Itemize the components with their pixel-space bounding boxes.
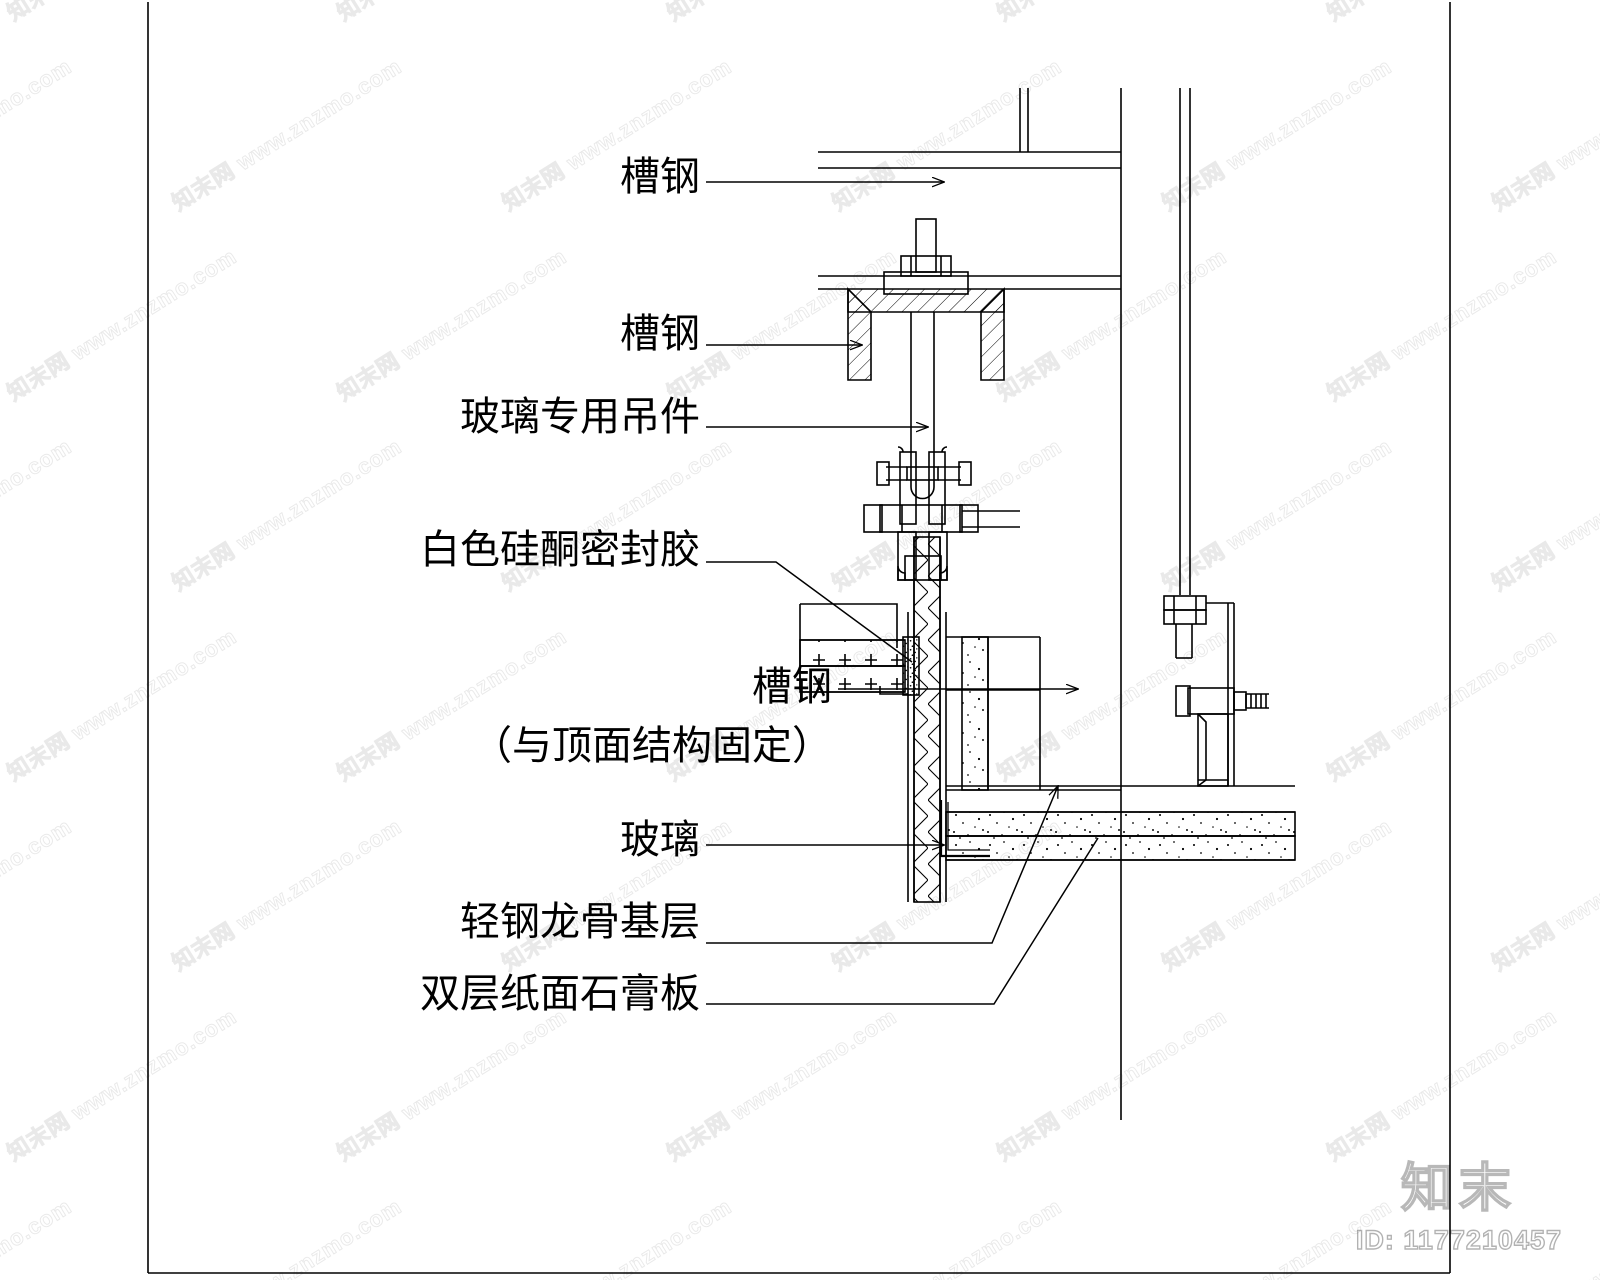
label-channel-steel-fixed-line2: （与顶面结构固定） bbox=[472, 723, 832, 768]
label-light-steel-keel: 轻钢龙骨基层 bbox=[460, 899, 700, 944]
label-white-silicone: 白色硅酮密封胶 bbox=[420, 527, 700, 572]
top-bolt-assembly bbox=[883, 218, 969, 295]
glass-clamp-hanger bbox=[863, 444, 1020, 581]
channel-steel-bracket bbox=[818, 275, 1121, 381]
leader-silicone bbox=[706, 561, 913, 663]
ceiling-assembly bbox=[939, 785, 1296, 861]
sheet-frame bbox=[147, 2, 1451, 1274]
side-hanger-bracket bbox=[1163, 88, 1269, 787]
label-channel-steel-mid: 槽钢 bbox=[620, 311, 700, 356]
leader-lines bbox=[706, 182, 1099, 1005]
silicone-sealant bbox=[902, 636, 920, 696]
label-glass-hanger: 玻璃专用吊件 bbox=[460, 394, 700, 439]
label-double-gypsum-board: 双层纸面石膏板 bbox=[420, 971, 700, 1016]
label-glass: 玻璃 bbox=[620, 817, 700, 862]
label-channel-steel-fixed-line1: 槽钢 bbox=[752, 664, 832, 709]
upper-channel-steel bbox=[818, 88, 1122, 1120]
channel-steel-fixed bbox=[946, 636, 1121, 791]
leader-keel bbox=[706, 786, 1058, 944]
leader-gypsum bbox=[706, 837, 1099, 1005]
label-channel-steel-top: 槽钢 bbox=[620, 154, 700, 199]
hanger-rod bbox=[910, 312, 935, 444]
